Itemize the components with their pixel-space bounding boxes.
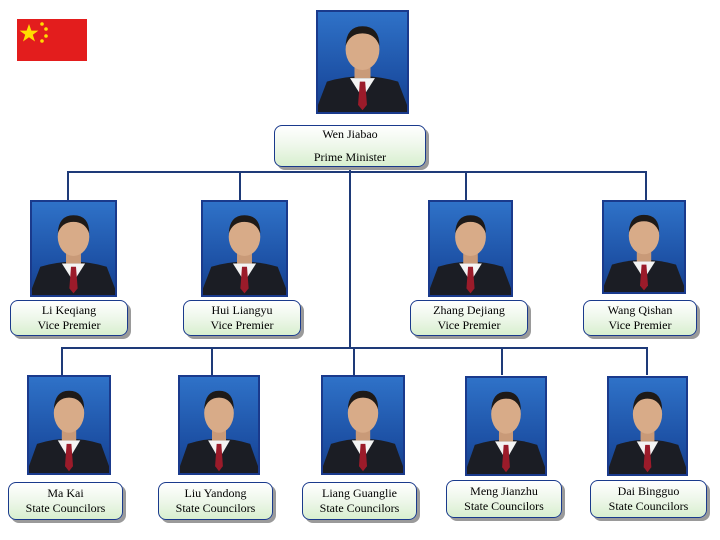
name-text: Zhang Dejiang: [433, 303, 505, 317]
connector-level1-bar: [67, 171, 647, 173]
name-text: Hui Liangyu: [211, 303, 273, 317]
name-text: Liang Guanglie: [322, 486, 397, 500]
label-dai-bingguo: Dai Bingguo State Councilors: [590, 480, 707, 518]
connector-center-stem: [349, 171, 351, 347]
portrait-dai-bingguo: [607, 376, 688, 476]
portrait-ma-kai: [27, 375, 111, 475]
title-text: State Councilors: [319, 501, 400, 515]
label-hui-liangyu: Hui Liangyu Vice Premier: [183, 300, 301, 336]
label-wang-qishan: Wang Qishan Vice Premier: [583, 300, 697, 336]
portrait-wen-jiabao: [316, 10, 409, 114]
title-text: Vice Premier: [437, 318, 501, 332]
title-text: State Councilors: [175, 501, 256, 515]
portrait-liu-yandong: [178, 375, 260, 475]
portrait-zhang-dejiang: [428, 200, 513, 297]
connector-drop-8: [501, 347, 503, 375]
connector-drop-4: [645, 171, 647, 201]
name-text: Wen Jiabao: [322, 127, 378, 141]
portrait-hui-liangyu: [201, 200, 288, 297]
title-text: Vice Premier: [210, 318, 274, 332]
title-text: State Councilors: [25, 501, 106, 515]
title-text: Vice Premier: [37, 318, 101, 332]
connector-top-stem: [349, 166, 351, 172]
portrait-li-keqiang: [30, 200, 117, 297]
label-wen-jiabao: Wen Jiabao Prime Minister: [274, 125, 426, 167]
title-text: State Councilors: [464, 499, 544, 513]
name-text: Dai Bingguo: [617, 484, 680, 498]
title-text: State Councilors: [608, 499, 689, 513]
china-flag-icon: [17, 19, 87, 61]
connector-drop-9: [646, 347, 648, 375]
title-text: Prime Minister: [313, 150, 387, 164]
name-text: Wang Qishan: [607, 303, 673, 317]
label-liang-guanglie: Liang Guanglie State Councilors: [302, 482, 417, 520]
connector-drop-3: [465, 171, 467, 201]
label-zhang-dejiang: Zhang Dejiang Vice Premier: [410, 300, 528, 336]
name-text: Meng Jianzhu: [470, 484, 538, 498]
connector-drop-5: [61, 347, 63, 375]
label-liu-yandong: Liu Yandong State Councilors: [158, 482, 273, 520]
connector-drop-6: [211, 347, 213, 375]
name-text: Liu Yandong: [184, 486, 247, 500]
connector-drop-2: [239, 171, 241, 201]
name-text: Ma Kai: [47, 486, 84, 500]
portrait-wang-qishan: [602, 200, 686, 294]
label-li-keqiang: Li Keqiang Vice Premier: [10, 300, 128, 336]
connector-drop-7: [353, 347, 355, 375]
name-text: Li Keqiang: [41, 303, 97, 317]
connector-drop-1: [67, 171, 69, 201]
portrait-meng-jianzhu: [465, 376, 547, 476]
label-meng-jianzhu: Meng Jianzhu State Councilors: [446, 480, 562, 518]
title-text: Vice Premier: [608, 318, 672, 332]
portrait-liang-guanglie: [321, 375, 405, 475]
label-ma-kai: Ma Kai State Councilors: [8, 482, 123, 520]
